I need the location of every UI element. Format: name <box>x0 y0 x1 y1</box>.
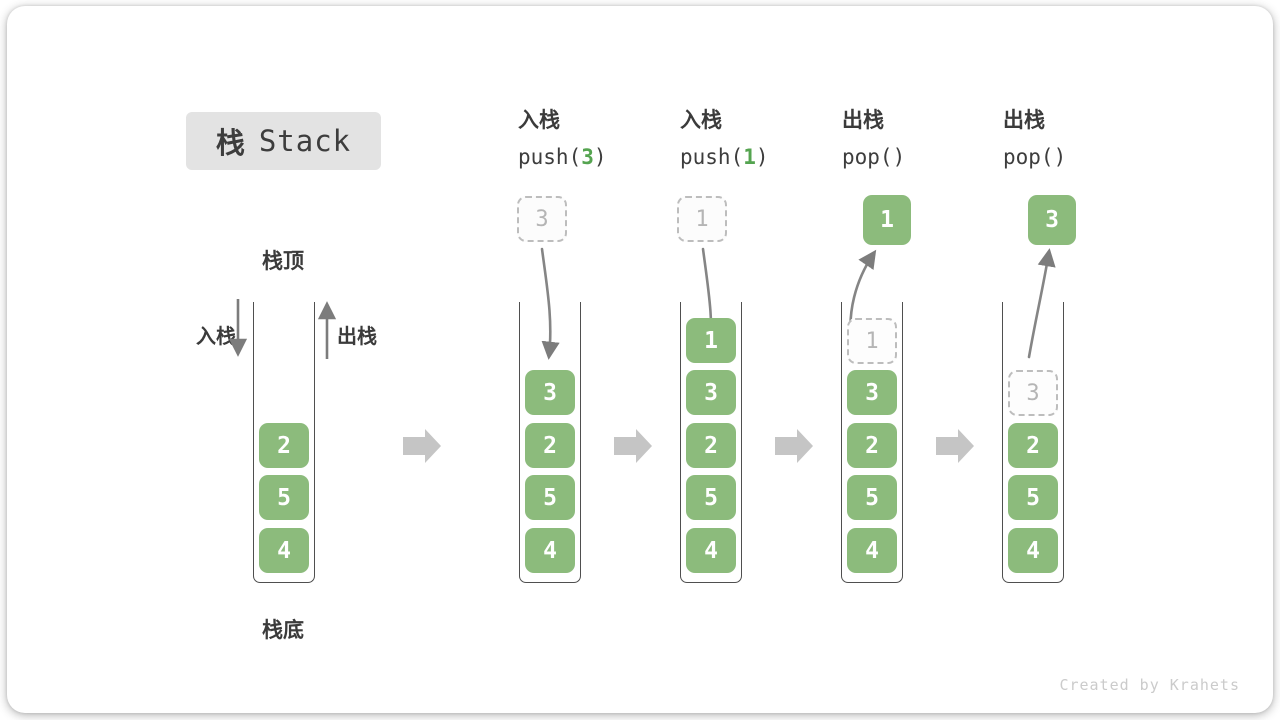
stack-cell: 4 <box>847 528 897 573</box>
code-text: push( <box>680 145 744 169</box>
col-header-push-3: 入栈 push(3) <box>518 104 607 169</box>
stack-cell-ghost: 1 <box>847 318 897 364</box>
title-en: Stack <box>258 124 352 158</box>
stack-cell: 5 <box>259 475 309 520</box>
diagram-title: 栈 Stack <box>186 112 381 170</box>
code-text: ) <box>1053 145 1067 169</box>
stack-container-push-3 <box>519 302 581 583</box>
code-text: ) <box>755 145 769 169</box>
operation-label: 出栈 <box>1003 108 1045 132</box>
step-arrow <box>775 429 813 463</box>
watermark: Created by Krahets <box>1059 676 1240 694</box>
step-arrow <box>403 429 441 463</box>
stack-cell: 5 <box>1008 475 1058 520</box>
stack-cell: 4 <box>259 528 309 573</box>
code-arg: 1 <box>743 145 756 169</box>
code-text: pop( <box>842 145 893 169</box>
stack-cell: 5 <box>525 475 575 520</box>
operation-code: pop() <box>1003 145 1066 169</box>
stack-cell: 1 <box>686 318 736 363</box>
operation-code: pop() <box>842 145 905 169</box>
stack-cell: 3 <box>686 370 736 415</box>
stack-cell: 4 <box>686 528 736 573</box>
push-direction-label: 入栈 <box>196 324 236 348</box>
code-arg: 3 <box>581 145 594 169</box>
stack-cell: 2 <box>259 423 309 468</box>
stack-container-pop-1 <box>841 302 903 583</box>
col-header-pop-1: 出栈 pop() <box>842 104 905 169</box>
stack-cell: 2 <box>1008 423 1058 468</box>
stack-cell: 4 <box>525 528 575 573</box>
pop-direction-label: 出栈 <box>337 324 377 348</box>
stack-container-initial-stack <box>253 302 315 583</box>
code-text: pop( <box>1003 145 1054 169</box>
operation-label: 出栈 <box>842 108 884 132</box>
col-header-push-1: 入栈 push(1) <box>680 104 769 169</box>
operation-label: 入栈 <box>680 108 722 132</box>
stack-cell: 3 <box>847 370 897 415</box>
stack-top-label: 栈顶 <box>262 249 304 273</box>
floating-value-pop-3: 3 <box>1028 195 1076 245</box>
stack-container-push-1 <box>680 302 742 583</box>
floating-value-push-3: 3 <box>517 196 567 242</box>
stack-cell: 2 <box>686 423 736 468</box>
code-text: push( <box>518 145 582 169</box>
code-text: ) <box>593 145 607 169</box>
stack-cell: 4 <box>1008 528 1058 573</box>
stack-cell: 5 <box>686 475 736 520</box>
stack-cell: 2 <box>847 423 897 468</box>
operation-code: push(1) <box>680 145 769 169</box>
floating-value-pop-1: 1 <box>863 195 911 245</box>
code-text: ) <box>892 145 906 169</box>
stack-cell-ghost: 3 <box>1008 370 1058 416</box>
title-zh: 栈 <box>215 126 246 160</box>
operation-code: push(3) <box>518 145 607 169</box>
step-arrow <box>936 429 974 463</box>
stack-cell: 2 <box>525 423 575 468</box>
stack-cell: 5 <box>847 475 897 520</box>
stack-bottom-label: 栈底 <box>262 618 304 642</box>
step-arrow <box>614 429 652 463</box>
col-header-pop-3: 出栈 pop() <box>1003 104 1066 169</box>
floating-value-push-1: 1 <box>677 196 727 242</box>
stack-container-pop-3 <box>1002 302 1064 583</box>
operation-label: 入栈 <box>518 108 560 132</box>
stack-cell: 3 <box>525 370 575 415</box>
